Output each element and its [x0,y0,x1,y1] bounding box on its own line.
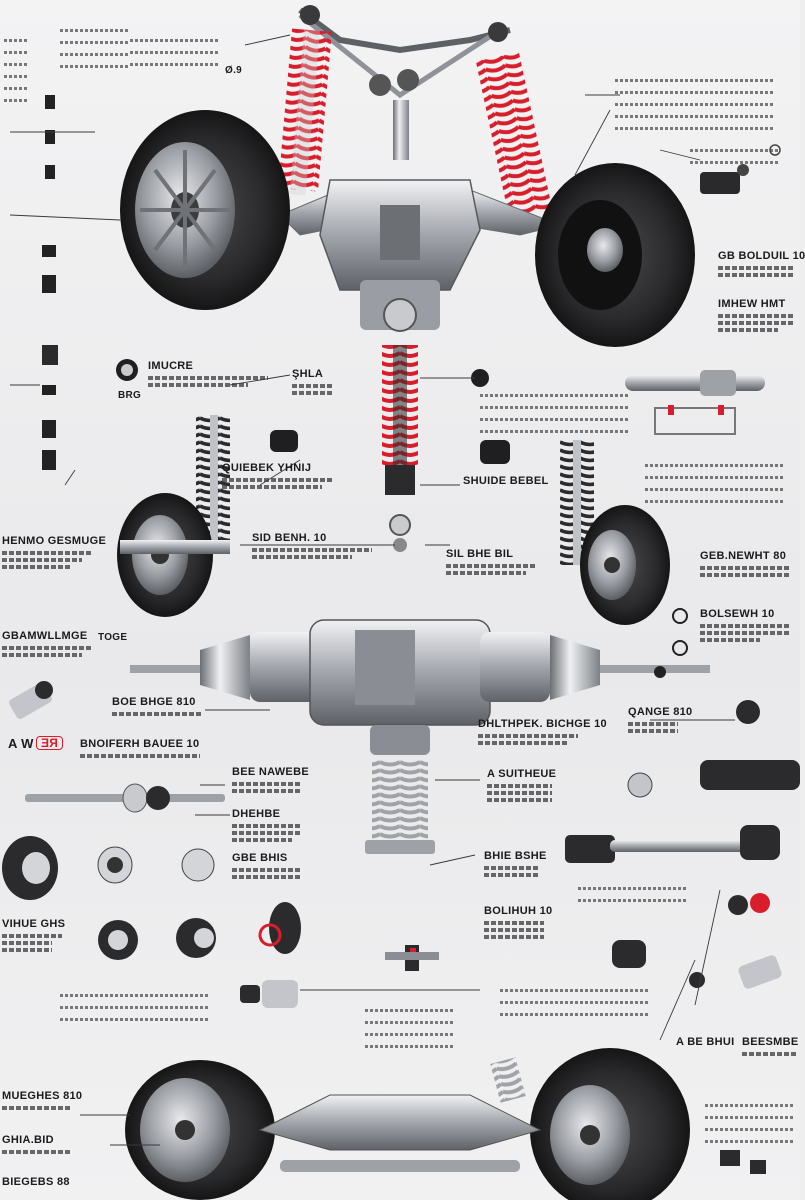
tick-list-left-bottom [60,985,210,1030]
label-center-b-c: A SUITHEUE [487,768,556,802]
label-center-mid-b: SID BENH. 10 [252,532,372,559]
tick-list-center-bottom-b [500,980,650,1025]
label-center-top-b: BRG [118,390,142,401]
leader-lines [9,34,735,1146]
left-low-parts [2,681,301,1008]
tick-list-bottom-right [705,1095,795,1152]
label-right-mid-a: GEB.NEWHT 80 [700,550,790,577]
label-right-low-a: QANGE 810 [628,706,692,733]
tick-list-right-2 [690,140,780,173]
label-left-axle-a: GBAMWLLMGE [2,630,92,657]
tick-list-center-bottom [365,1000,455,1057]
label-center-low-a: DHLTHPEK. BICHGE 10 [478,718,607,745]
bottom-rear-assembly [125,1048,766,1200]
label-bottom-right-b: BEESMBE [742,1036,799,1056]
mid-right-shock-wheel [471,144,781,625]
label-badge-red: ƎЯ [36,736,64,750]
label-center-mid-c: SIL BHE BIL [446,548,536,575]
label-bottom-right-a: A BE BHUI [676,1036,735,1048]
label-bottom-left-b: GHIA.BID [2,1134,72,1154]
tick-list-top-left [4,30,28,111]
label-left-low-b: BNOIFERH BAUEE 10 [80,738,200,758]
red-coilover-right [475,52,553,218]
front-left-wheel [120,110,290,310]
red-coilover-left [278,28,332,196]
label-center-b-d: GBE BHIS [232,852,302,879]
tick-list-top-left-b [60,20,130,77]
label-left-mid-b: HENMO GESMUGE [2,535,106,569]
label-left-low-a: BOE BHGE 810 [112,696,202,716]
label-center-b-a: BEE NAWEBE [232,766,309,793]
label-top-code: Ø.9 [225,65,243,76]
label-center-top-a: IMUCRE [148,360,268,387]
label-center-b-b: DHEHBE [232,808,302,842]
tick-list-right-b [578,878,688,911]
label-center-b-f: BOLIHUH 10 [484,905,552,939]
left-small-parts [42,95,58,470]
label-center-b-e: BHIE BSHE [484,850,547,877]
label-center-top-c: ŞHLA [292,368,332,395]
front-right-wheel [535,163,695,347]
tick-list-top-center [130,30,220,75]
label-badge-letters: A W [8,736,34,751]
label-right-upper-b: IMHEW HMT [718,298,793,332]
top-suspension-assembly [120,5,695,552]
rear-axle-differential [130,608,710,854]
label-bottom-left-a: MUEGHES 810 [2,1090,82,1110]
label-bottom-left-c: BIEGEBS 88 [2,1176,70,1188]
tick-list-top-right [615,70,775,139]
mid-left-shock-wheel [116,359,298,617]
label-left-bottom-a: VIHUE GHS [2,918,65,952]
label-right-mid-b: BOLSEWH 10 [700,608,790,642]
label-left-mid-a: QUIEBEK YHNIJ [222,462,332,489]
label-right-upper-a: GB BOLDUIL 10 [718,250,805,277]
label-left-axle-b: TOGE [98,632,128,643]
tick-list-right-mid [645,455,785,512]
label-center-mid-a: SHUIDE BEBEL [463,475,549,487]
tick-list-center-mid [480,385,630,442]
